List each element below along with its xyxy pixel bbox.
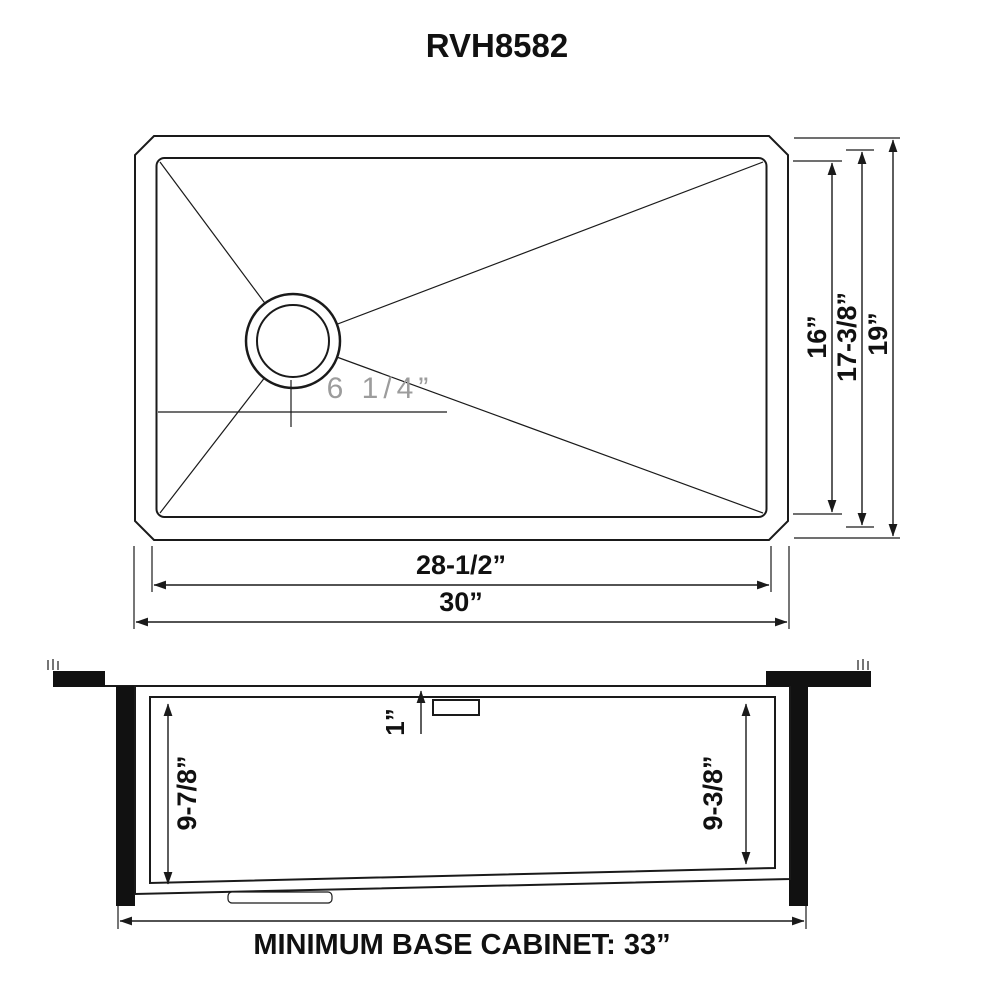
countertop-right-slab <box>766 671 871 687</box>
drain-inner-circle <box>256 304 330 378</box>
top-view: 6 1/4” 28-1/2” 30” 16” 17-3/8” 19” <box>133 135 900 629</box>
rim-drain-fitting <box>432 699 480 716</box>
drain-offset-label: 6 1/4” <box>327 372 434 405</box>
cabinet-right-wall <box>789 686 808 906</box>
sink-outer-rim <box>134 135 789 541</box>
left-depth-label: 9-7/8” <box>172 755 202 830</box>
base-cabinet-label: MINIMUM BASE CABINET: 33” <box>253 929 670 961</box>
sink-outer-profile <box>134 686 791 896</box>
bowl-height-label: 17-3/8” <box>832 292 862 382</box>
side-view: 1” 9-7/8” 9-3/8” MINIMUM BASE CABINET: 3… <box>47 659 871 961</box>
rim-height-label: 1” <box>380 708 410 735</box>
bottom-drain-outlet <box>227 891 333 904</box>
sink-inner-profile <box>149 696 776 885</box>
outer-width-label: 30” <box>439 587 483 617</box>
right-depth-label: 9-3/8” <box>698 755 728 830</box>
outer-height-label: 19” <box>863 312 893 356</box>
inner-width-label: 28-1/2” <box>416 550 506 580</box>
slope-line-top-right <box>292 161 764 342</box>
sink-inner-basin <box>155 157 768 518</box>
slope-line-bottom-right <box>292 340 764 514</box>
drain-outer-circle <box>244 292 342 390</box>
model-number: RVH8582 <box>426 27 569 64</box>
cabinet-left-wall <box>116 686 135 906</box>
countertop-left-slab <box>53 671 105 687</box>
inner-height-label: 16” <box>802 315 832 359</box>
